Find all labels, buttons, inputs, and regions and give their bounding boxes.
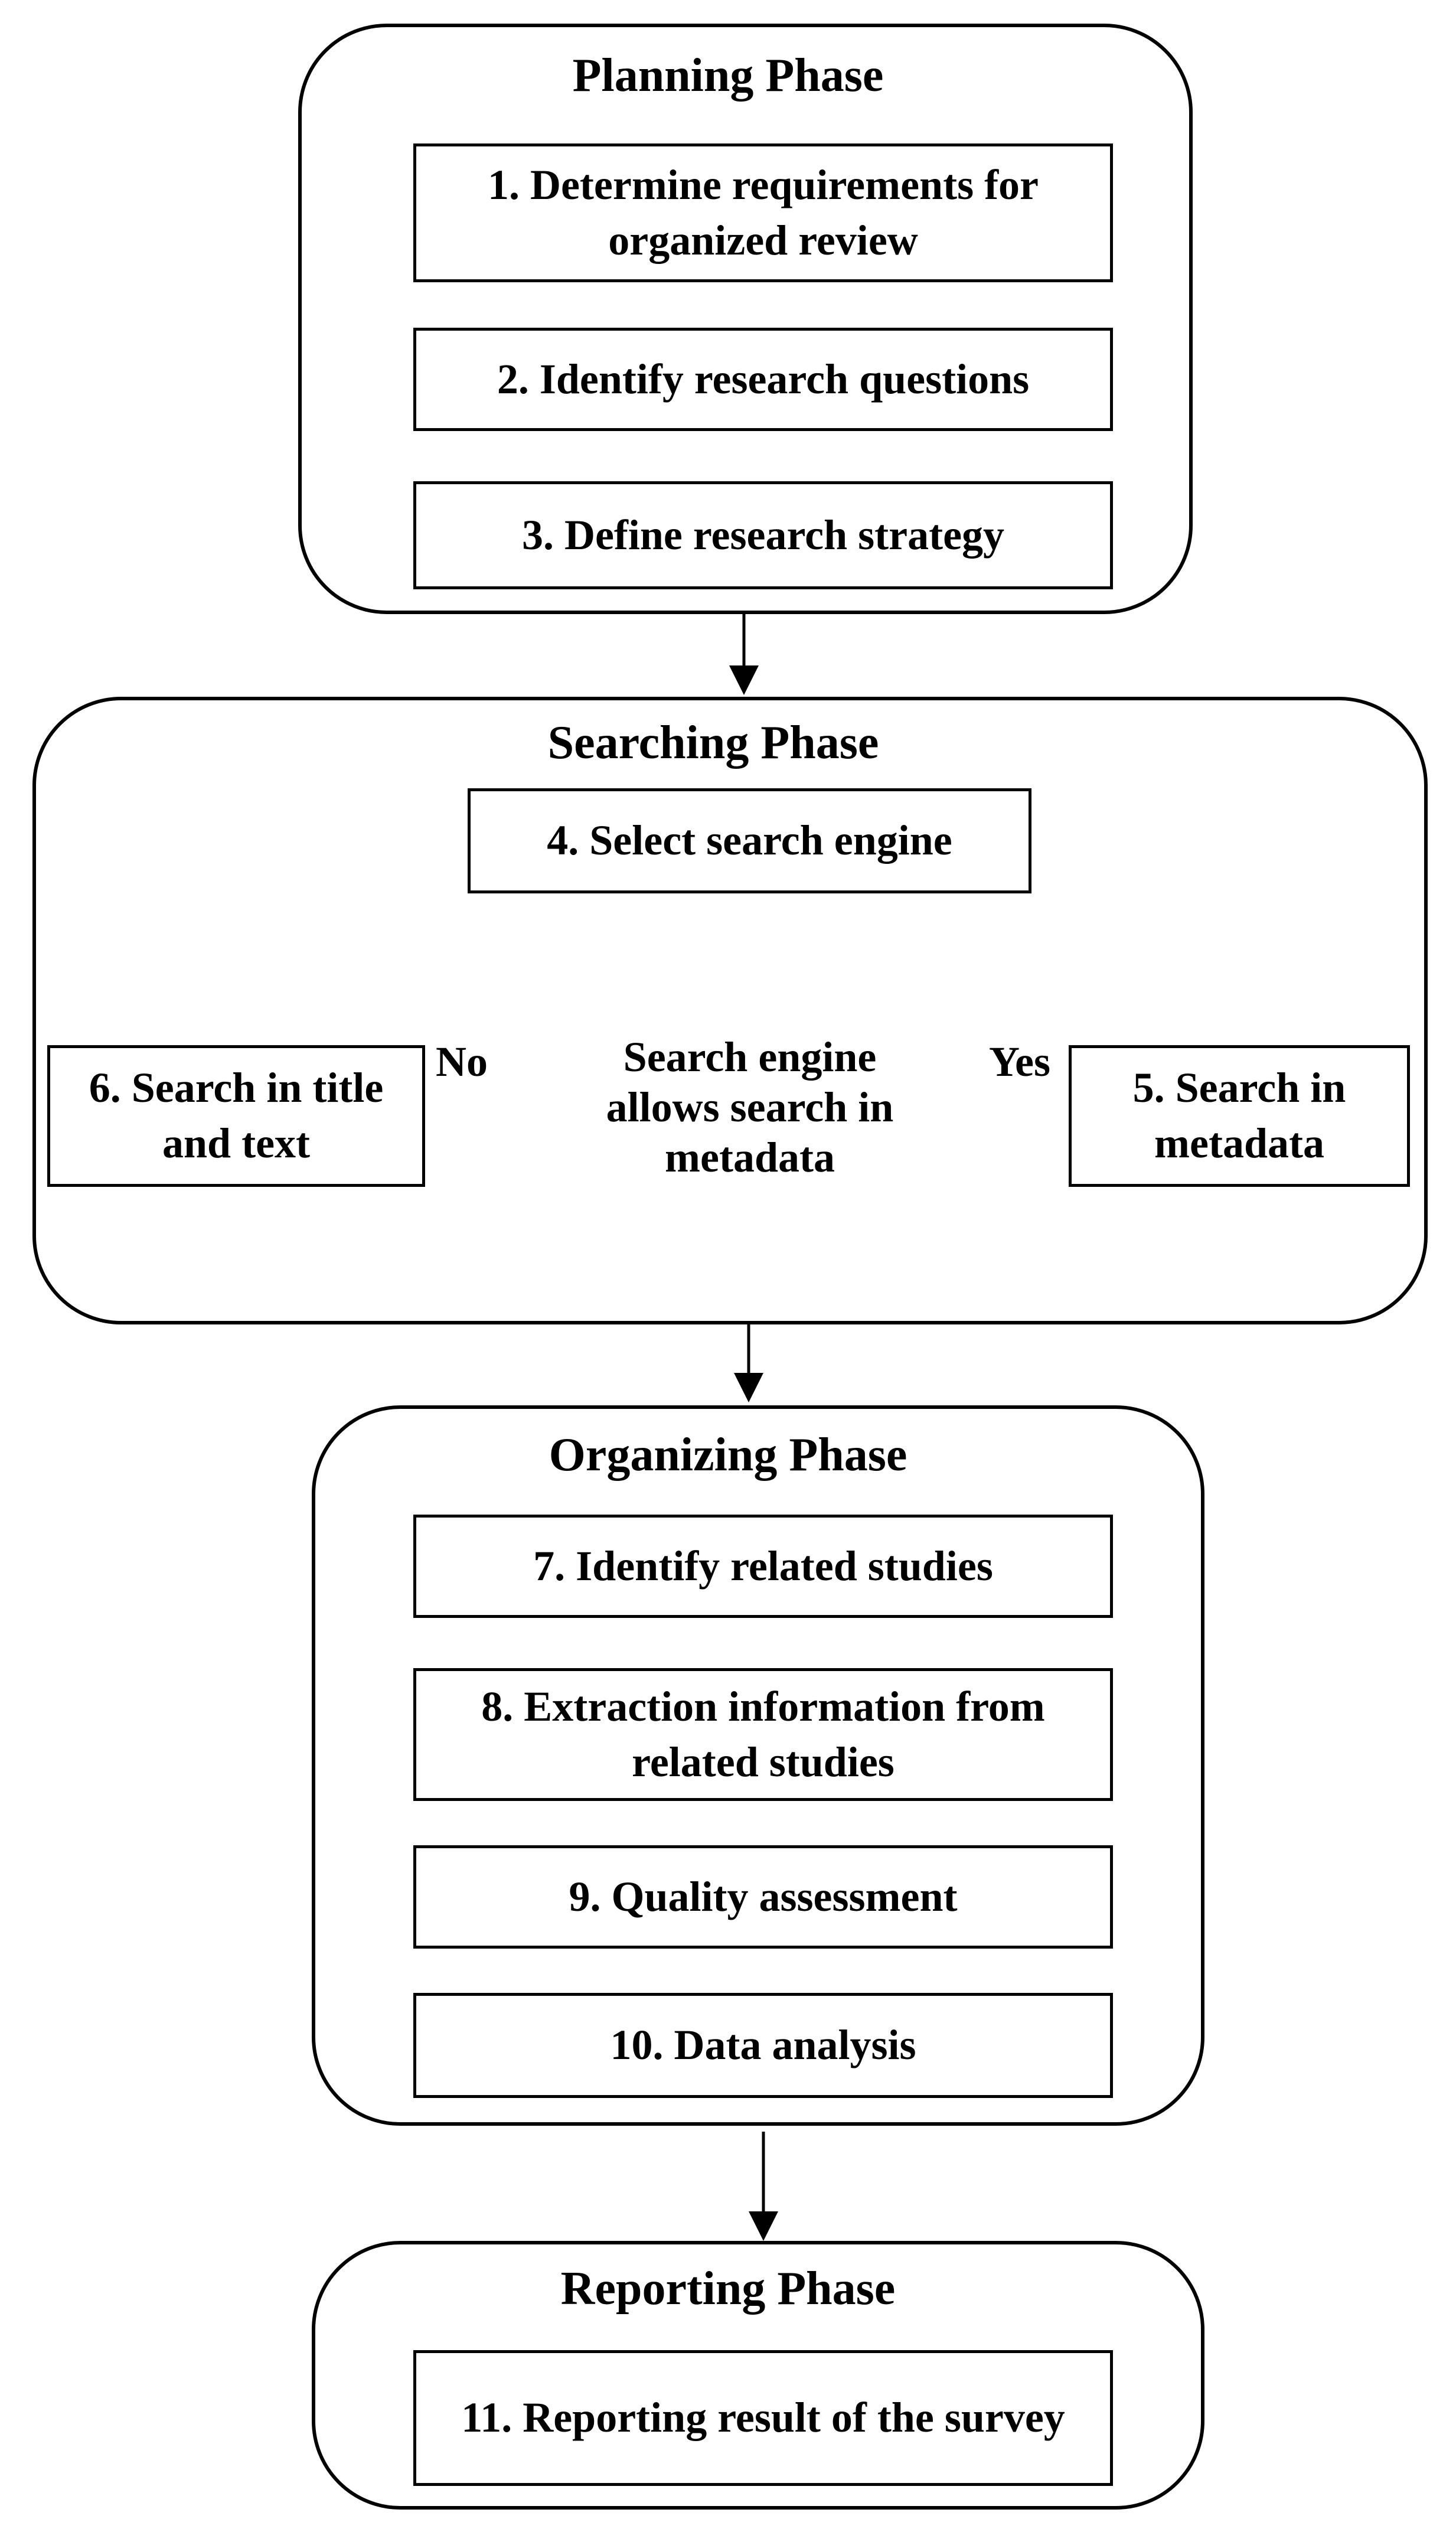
- step-6: 6. Search in title and text: [47, 1045, 425, 1187]
- reporting-phase-title: Reporting Phase: [560, 2263, 896, 2315]
- step-3: 3. Define research strategy: [413, 481, 1113, 589]
- step-2: 2. Identify research questions: [413, 328, 1113, 431]
- step-8: 8. Extraction information from related s…: [413, 1668, 1113, 1801]
- step-1: 1. Determine requirements for organized …: [413, 143, 1113, 282]
- step-4: 4. Select search engine: [468, 788, 1031, 893]
- step-5: 5. Search in metadata: [1069, 1045, 1410, 1187]
- planning-phase-title: Planning Phase: [572, 50, 884, 102]
- yes-label: Yes: [989, 1038, 1050, 1085]
- searching-phase-title: Searching Phase: [547, 717, 879, 769]
- no-label: No: [436, 1038, 488, 1085]
- organizing-phase-title: Organizing Phase: [549, 1429, 907, 1481]
- decision-text: Search engine allows search in metadata: [606, 1033, 894, 1181]
- step-7: 7. Identify related studies: [413, 1515, 1113, 1618]
- step-9: 9. Quality assessment: [413, 1845, 1113, 1949]
- step-11: 11. Reporting result of the survey: [413, 2350, 1113, 2486]
- step-10: 10. Data analysis: [413, 1993, 1113, 2098]
